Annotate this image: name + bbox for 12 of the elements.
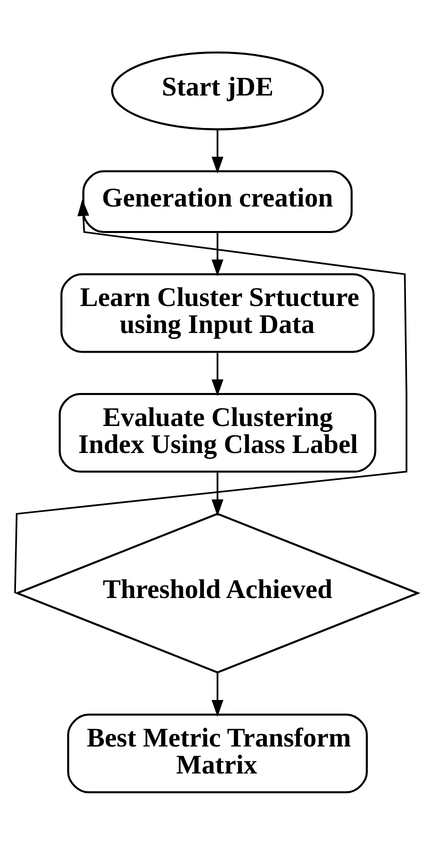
arrow [212, 472, 224, 516]
arrow [212, 232, 224, 276]
node-box: Learn Cluster Srtucture using Input Data [60, 273, 375, 353]
node-box: Generation creation [82, 170, 353, 234]
node-ellipse: Start jDE [111, 52, 324, 130]
node-box: Evaluate Clustering Index Using Class Label [58, 393, 376, 473]
node-box: Best Metric Transform Matrix [67, 714, 368, 794]
arrow [212, 352, 224, 396]
arrow [212, 130, 224, 174]
arrow [212, 672, 224, 717]
arrow [14, 199, 408, 594]
node-diamond: Threshold Achieved [14, 512, 420, 674]
